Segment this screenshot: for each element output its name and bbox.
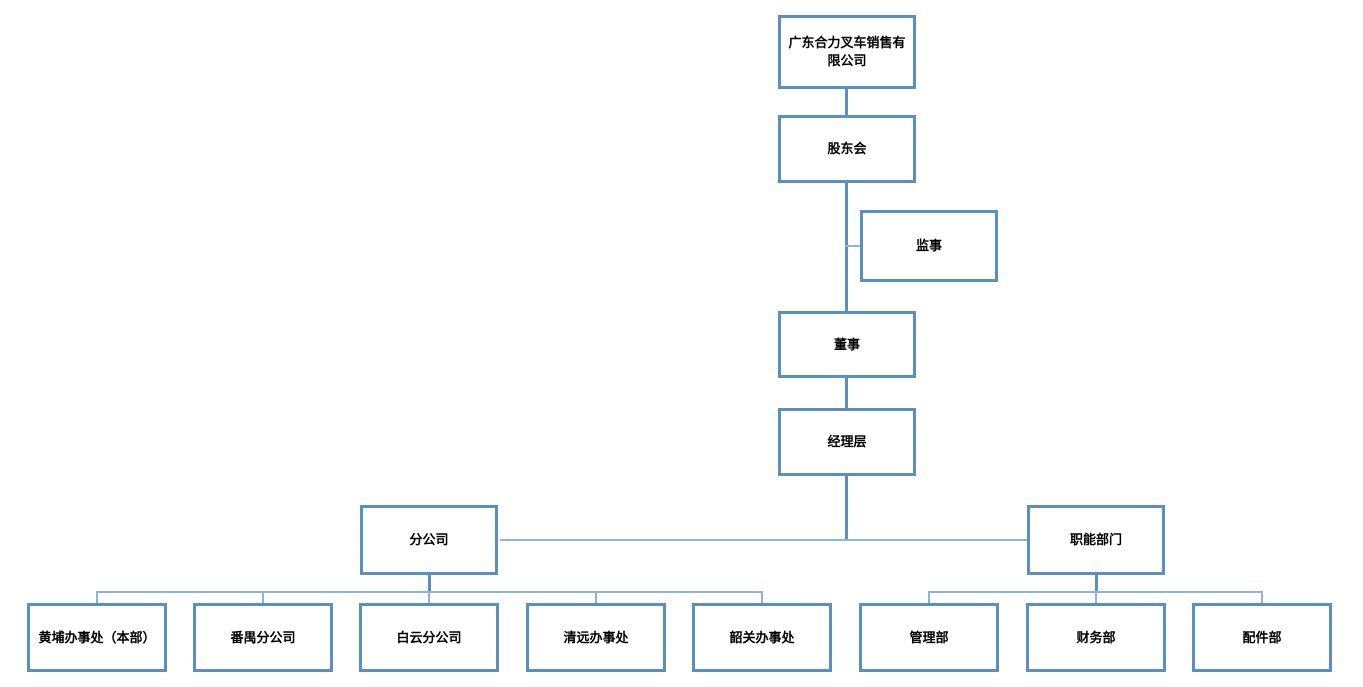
node-branch-3-label: 清远办事处 <box>563 629 629 645</box>
node-function-2-label: 配件部 <box>1242 629 1282 645</box>
node-function-group[interactable]: 职能部门 <box>1027 505 1165 575</box>
connector-function-group-stem <box>1095 575 1098 592</box>
node-director[interactable]: 董事 <box>778 311 916 378</box>
node-management-label: 经理层 <box>827 434 867 450</box>
node-branch-0-label: 黄埔办事处（本部） <box>38 629 156 645</box>
node-function-1[interactable]: 财务部 <box>1026 603 1166 672</box>
node-management[interactable]: 经理层 <box>778 408 916 476</box>
node-supervisor[interactable]: 监事 <box>860 210 998 282</box>
connector-trunk-to-supervisor <box>845 245 863 247</box>
node-branch-2-label: 白云分公司 <box>396 629 462 645</box>
connector-branch-group-stem <box>428 575 431 592</box>
node-company[interactable]: 广东合力叉车销售有限公司 <box>778 15 916 89</box>
node-director-label: 董事 <box>833 336 860 352</box>
node-branch-group-label: 分公司 <box>409 532 449 548</box>
connector-level-bus <box>500 539 1030 541</box>
node-function-0[interactable]: 管理部 <box>859 603 999 672</box>
connector-function-drop-1 <box>928 591 930 603</box>
connector-function-drop-2 <box>1095 591 1097 603</box>
node-supervisor-label: 监事 <box>915 238 942 254</box>
connector-branch-drop-5 <box>761 591 763 603</box>
node-company-label: 广东合力叉车销售有限公司 <box>788 35 906 68</box>
node-function-0-label: 管理部 <box>909 629 949 645</box>
connector-branch-drop-3 <box>428 591 430 603</box>
node-branch-group[interactable]: 分公司 <box>360 505 498 575</box>
node-function-1-label: 财务部 <box>1076 629 1116 645</box>
node-branch-1-label: 番禺分公司 <box>230 629 296 645</box>
node-branch-4[interactable]: 韶关办事处 <box>692 603 832 672</box>
connector-company-to-shareholders <box>845 88 848 116</box>
node-function-group-label: 职能部门 <box>1069 532 1122 548</box>
connector-management-to-bus <box>845 475 848 541</box>
node-shareholders-label: 股东会 <box>827 141 867 157</box>
connector-function-drop-3 <box>1261 591 1263 603</box>
node-function-2[interactable]: 配件部 <box>1192 603 1332 672</box>
node-branch-2[interactable]: 白云分公司 <box>359 603 499 672</box>
connector-director-to-management <box>845 377 848 409</box>
connector-branch-drop-2 <box>262 591 264 603</box>
connector-shareholders-to-director <box>845 182 848 312</box>
connector-branch-drop-1 <box>96 591 98 603</box>
node-branch-0[interactable]: 黄埔办事处（本部） <box>27 603 167 672</box>
node-branch-1[interactable]: 番禺分公司 <box>193 603 333 672</box>
node-shareholders[interactable]: 股东会 <box>778 115 916 183</box>
node-branch-4-label: 韶关办事处 <box>729 629 795 645</box>
node-branch-3[interactable]: 清远办事处 <box>526 603 666 672</box>
connector-branch-drop-4 <box>595 591 597 603</box>
